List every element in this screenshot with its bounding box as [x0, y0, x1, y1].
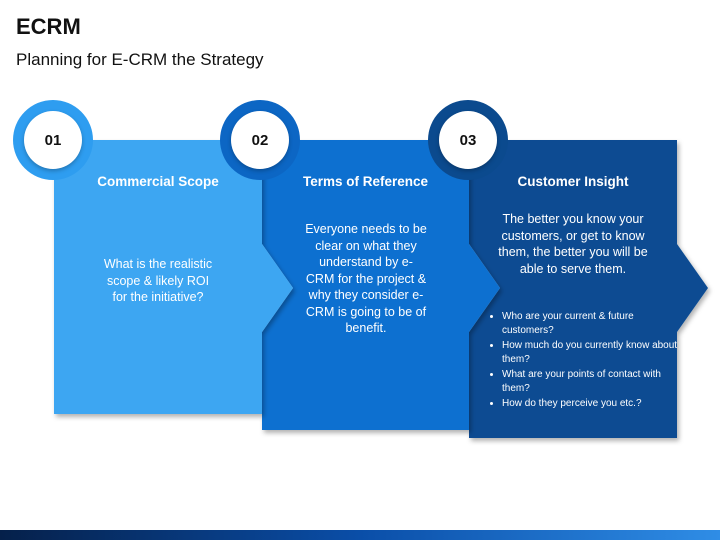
- footer-bar: [0, 530, 720, 540]
- list-item: How much do you currently know about the…: [502, 339, 680, 367]
- step-3-number: 03: [439, 111, 497, 169]
- step-1-panel: [54, 140, 293, 414]
- step-1-body: What is the realistic scope & likely ROI…: [103, 257, 213, 304]
- list-item: Who are your current & future customers?: [502, 310, 680, 338]
- step-2-number: 02: [231, 111, 289, 169]
- step-3-heading: Customer Insight: [517, 174, 629, 189]
- step-3-body: The better you know your customers, or g…: [498, 212, 648, 276]
- step-3-bullet-list: Who are your current & future customers?…: [488, 310, 680, 412]
- list-item: How do they perceive you etc.?: [502, 397, 680, 411]
- step-3-panel: [469, 140, 708, 438]
- step-1-heading: Commercial Scope: [97, 174, 219, 189]
- page-subtitle: Planning for E-CRM the Strategy: [16, 50, 264, 69]
- page-title: ECRM: [16, 14, 81, 39]
- step-1-number: 01: [24, 111, 82, 169]
- step-2-body: Everyone needs to be clear on what they …: [305, 222, 427, 335]
- step-2-heading: Terms of Reference: [302, 174, 429, 189]
- list-item: What are your points of contact with the…: [502, 368, 680, 396]
- step-2-panel: [262, 140, 500, 430]
